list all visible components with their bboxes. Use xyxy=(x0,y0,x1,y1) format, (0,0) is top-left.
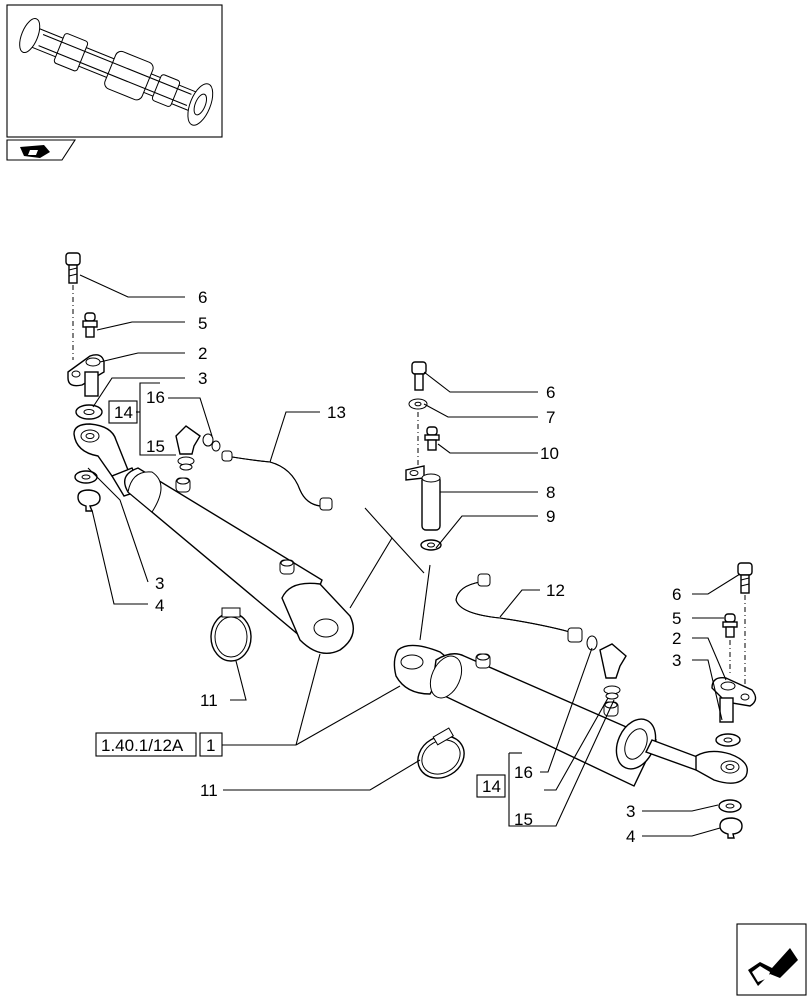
callout-5: 5 xyxy=(198,314,207,333)
bolt-right xyxy=(737,562,753,594)
bracket-left xyxy=(67,354,105,397)
callout-11: 11 xyxy=(200,691,218,710)
callout-3: 3 xyxy=(626,802,635,821)
grease-fitting-right xyxy=(722,613,738,638)
group-14-left[interactable]: 14 xyxy=(108,400,138,424)
reference-link[interactable]: 1.40.1/12A 1 xyxy=(95,732,296,757)
callout-6: 6 xyxy=(672,585,681,604)
left-cylinder-assembly xyxy=(65,252,354,662)
callout-16: 16 xyxy=(146,388,165,407)
leader-lines xyxy=(79,274,741,837)
callout-13: 13 xyxy=(327,403,346,422)
hose-clamp-right xyxy=(417,727,465,779)
callout-4: 4 xyxy=(155,596,164,615)
elbow-fitting-left xyxy=(175,425,221,471)
callout-6: 6 xyxy=(198,288,207,307)
reference-code: 1.40.1/12A xyxy=(101,736,184,755)
callout-12: 12 xyxy=(546,581,565,600)
bracket-right xyxy=(711,677,757,723)
clip-left xyxy=(77,489,101,512)
callout-3: 3 xyxy=(198,369,207,388)
callout-2: 2 xyxy=(672,629,681,648)
callout-3: 3 xyxy=(155,574,164,593)
callout-7: 7 xyxy=(546,408,555,427)
hose-clamp-left xyxy=(210,607,252,662)
callout-3: 3 xyxy=(672,651,681,670)
reference-page: 1 xyxy=(206,736,215,755)
pipe-right xyxy=(455,573,598,651)
group-14-label: 14 xyxy=(482,777,501,796)
pipe-left xyxy=(221,450,333,511)
center-pin-assembly xyxy=(405,361,442,551)
callout-9: 9 xyxy=(546,507,555,526)
callout-4: 4 xyxy=(626,827,635,846)
callout-5: 5 xyxy=(672,609,681,628)
callout-8: 8 xyxy=(546,483,555,502)
callout-15: 15 xyxy=(514,810,533,829)
callout-2: 2 xyxy=(198,344,207,363)
group-14-label: 14 xyxy=(114,403,133,422)
axle-thumbnail xyxy=(6,4,223,138)
callout-16: 16 xyxy=(514,763,533,782)
elbow-fitting-right xyxy=(599,643,627,700)
right-cylinder-assembly xyxy=(393,562,757,839)
group-14-right[interactable]: 14 xyxy=(476,774,506,798)
callout-labels: 6 5 2 3 16 15 13 3 4 11 11 6 7 10 8 9 12… xyxy=(146,288,681,846)
cylinder-right xyxy=(393,644,748,787)
clip-right xyxy=(719,817,743,839)
callout-15: 15 xyxy=(146,437,165,456)
grease-fitting-left xyxy=(82,312,98,338)
next-page-icon[interactable] xyxy=(736,923,807,996)
bolt-left xyxy=(65,252,81,284)
cylinder-left xyxy=(110,467,354,654)
callout-10: 10 xyxy=(540,444,559,463)
callout-11: 11 xyxy=(200,781,218,800)
rod-eye-left xyxy=(73,423,129,477)
nav-tab-icon[interactable] xyxy=(6,139,77,161)
callout-6: 6 xyxy=(546,383,555,402)
